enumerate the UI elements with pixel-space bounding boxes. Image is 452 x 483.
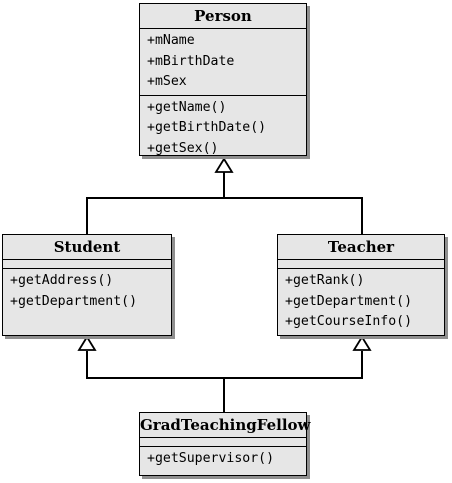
method: +getBirthDate() [147, 120, 267, 135]
class-person-name: Person [140, 4, 306, 29]
method: +getAddress() [10, 273, 114, 288]
class-teacher-attributes [278, 260, 444, 269]
connector-student-to-person [86, 197, 363, 235]
class-student[interactable]: Student +getAddress() +getDepartment() [2, 234, 172, 336]
attribute: +mName [147, 33, 195, 48]
attribute: +mBirthDate [147, 53, 235, 69]
class-teacher-methods: +getRank() +getDepartment() +getCourseIn… [278, 269, 444, 335]
class-grad-teaching-fellow[interactable]: GradTeachingFellow +getSupervisor() [139, 412, 310, 476]
class-grad-teaching-fellow-name: GradTeachingFellow [140, 413, 310, 438]
class-person-methods: +getName() +getBirthDate() +getSex() [140, 96, 306, 162]
method: +getSupervisor() [147, 451, 275, 466]
method: +getName() [147, 99, 227, 115]
class-grad-teaching-fellow-methods: +getSupervisor() [140, 447, 306, 472]
class-grad-teaching-fellow-attributes [140, 438, 306, 447]
generalization-arrow-person [214, 157, 234, 173]
class-student-attributes [3, 260, 171, 269]
method: +getDepartment() [285, 293, 413, 309]
class-teacher-name: Teacher [278, 235, 444, 260]
class-student-name: Student [3, 235, 171, 260]
connector-fellow-to-parents [86, 351, 363, 379]
method: +getCourseInfo() [285, 314, 413, 329]
class-person[interactable]: Person +mName +mBirthDate +mSex +getName… [139, 3, 307, 156]
class-teacher[interactable]: Teacher +getRank() +getDepartment() +get… [277, 234, 445, 336]
generalization-arrow-student [77, 335, 97, 351]
generalization-arrow-teacher [352, 335, 372, 351]
method: +getDepartment() [10, 293, 138, 309]
class-person-attributes: +mName +mBirthDate +mSex [140, 29, 306, 96]
method: +getRank() [285, 273, 365, 288]
class-student-methods: +getAddress() +getDepartment() [3, 269, 171, 314]
attribute: +mSex [147, 74, 187, 89]
method: +getSex() [147, 140, 219, 156]
